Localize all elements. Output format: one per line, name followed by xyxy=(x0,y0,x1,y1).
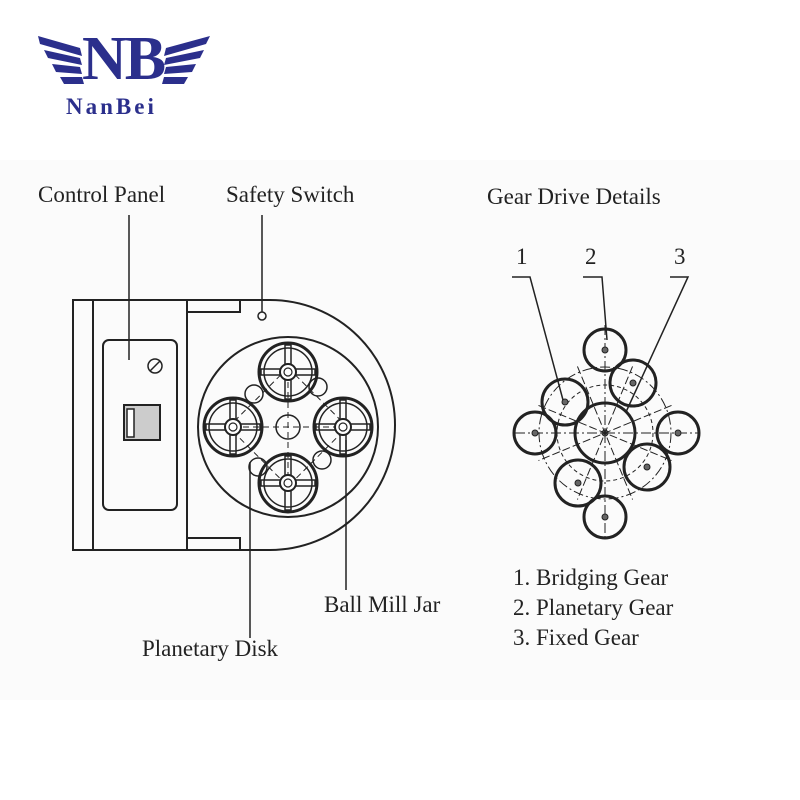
legend-item: 2. Planetary Gear xyxy=(513,595,674,620)
planetary-disk xyxy=(197,336,379,518)
machine-body xyxy=(72,299,396,551)
ball-mill-jar xyxy=(257,452,319,514)
gear-drive-diagram xyxy=(512,276,701,540)
planetary-gear xyxy=(512,410,558,456)
ball-mill-jar-label: Ball Mill Jar xyxy=(324,592,441,617)
bridging-gear xyxy=(608,358,658,408)
bridging-gear xyxy=(540,377,590,427)
gear-legend: 1. Bridging Gear 2. Planetary Gear 3. Fi… xyxy=(513,563,673,653)
logo-wings-icon xyxy=(38,36,210,84)
control-panel-label: Control Panel xyxy=(38,182,166,207)
legend-item: 1. Bridging Gear xyxy=(513,565,669,590)
control-panel xyxy=(102,339,178,511)
logo-name: NanBei xyxy=(66,94,157,119)
ball-mill-jar xyxy=(257,341,319,403)
legend-item: 3. Fixed Gear xyxy=(513,625,639,650)
gear-number-1: 1 xyxy=(516,244,528,269)
bridging-gear xyxy=(622,442,672,492)
bridging-gear xyxy=(553,458,603,508)
safety-switch-label: Safety Switch xyxy=(226,182,355,207)
gear-number-2: 2 xyxy=(585,244,597,269)
gear-drive-title: Gear Drive Details xyxy=(487,184,661,209)
gear-number-3: 3 xyxy=(674,244,686,269)
planetary-gear xyxy=(582,327,628,373)
ball-mill-jar xyxy=(312,396,374,458)
planetary-gear xyxy=(582,494,628,540)
planetary-gear xyxy=(655,410,701,456)
logo-mark: NB xyxy=(82,25,166,93)
safety-switch-icon xyxy=(257,311,267,321)
ball-mill-jar xyxy=(202,396,264,458)
planetary-disk-label: Planetary Disk xyxy=(142,636,279,661)
